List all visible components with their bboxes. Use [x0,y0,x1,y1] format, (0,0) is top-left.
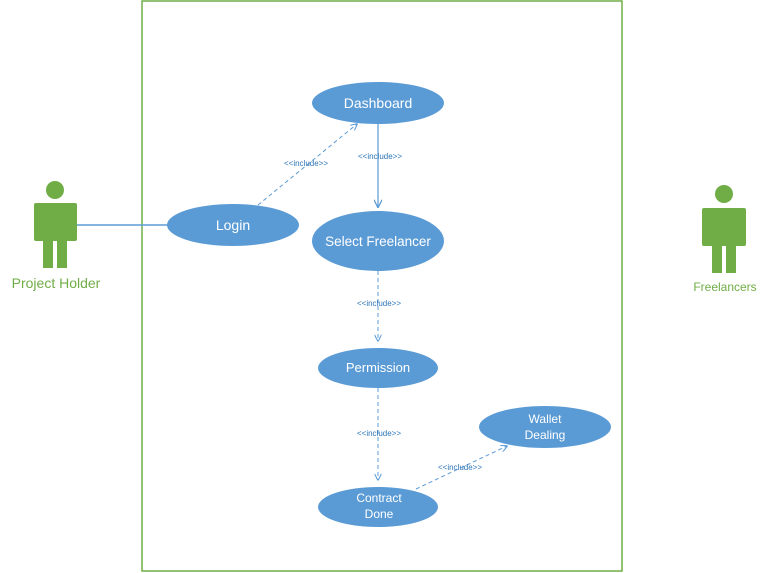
usecase-select-freelancer [312,211,444,271]
usecase-permission-label: Permission [346,360,410,375]
usecase-login [167,204,299,246]
actor-freelancers-label: Freelancers [693,280,756,294]
usecase-contract-done [318,487,438,527]
include-label-login-dashboard: <<include>> [284,159,328,168]
usecase-contract-done-line2: Done [365,507,394,521]
include-label-dashboard-select: <<include>> [358,152,402,161]
include-line-contract-wallet [415,446,507,490]
usecase-login-label: Login [216,217,250,233]
include-label-permission-contract: <<include>> [357,429,401,438]
usecase-permission [318,348,438,388]
usecase-dashboard [312,82,444,124]
usecase-contract-done-line1: Contract [356,491,402,505]
usecase-select-freelancer-label: Select Freelancer [325,234,431,249]
include-label-select-permission: <<include>> [357,299,401,308]
actor-project-holder-label: Project Holder [12,275,101,291]
actor-project-holder-icon [34,181,77,268]
include-line-login-dashboard [257,124,357,206]
usecase-wallet-dealing [479,406,611,448]
system-boundary [141,0,623,572]
usecase-dashboard-label: Dashboard [344,95,413,111]
actor-freelancers-icon [702,185,746,273]
usecase-wallet-dealing-line1: Wallet [529,412,563,426]
usecase-wallet-dealing-line2: Dealing [525,428,566,442]
include-label-contract-wallet: <<include>> [438,463,482,472]
